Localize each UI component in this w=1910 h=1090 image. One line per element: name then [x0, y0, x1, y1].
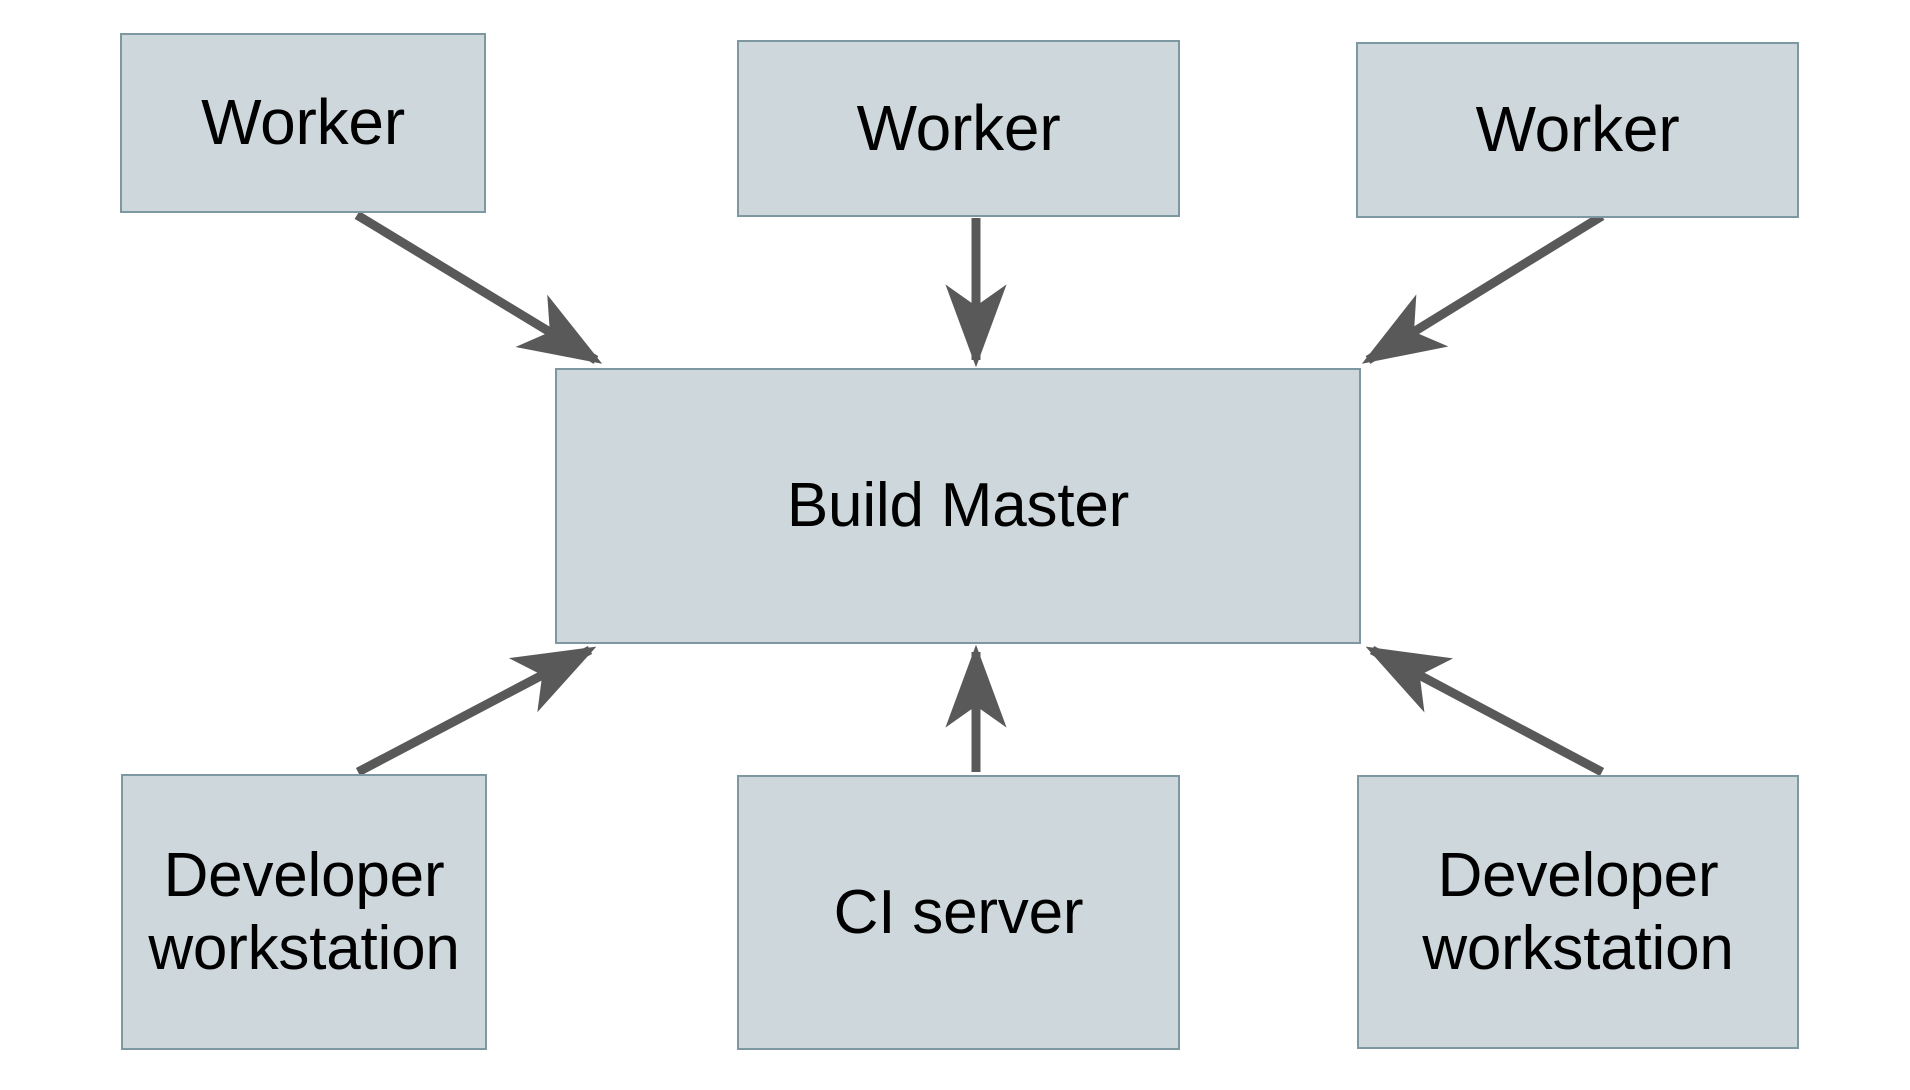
- node-developer-workstation-right-label: Developer workstation: [1422, 840, 1734, 983]
- node-worker-left[interactable]: Worker: [120, 33, 486, 213]
- node-ci-server[interactable]: CI server: [737, 775, 1180, 1050]
- node-worker-right[interactable]: Worker: [1356, 42, 1799, 218]
- node-worker-right-label: Worker: [1475, 93, 1680, 166]
- edge-worker-left-to-master: [354, 211, 603, 364]
- node-worker-mid[interactable]: Worker: [737, 40, 1180, 217]
- edge-dev-left-to-master: [355, 646, 597, 776]
- node-ci-server-label: CI server: [833, 877, 1084, 947]
- node-build-master-label: Build Master: [786, 471, 1130, 541]
- node-build-master[interactable]: Build Master: [555, 368, 1361, 644]
- node-developer-workstation-left-label: Developer workstation: [148, 840, 460, 983]
- node-developer-workstation-right[interactable]: Developer workstation: [1357, 775, 1799, 1049]
- node-worker-left-label: Worker: [201, 86, 405, 159]
- edge-dev-right-to-master: [1365, 646, 1605, 776]
- node-developer-workstation-left[interactable]: Developer workstation: [121, 774, 487, 1050]
- edge-worker-right-to-master: [1361, 212, 1605, 364]
- node-worker-mid-label: Worker: [856, 91, 1061, 164]
